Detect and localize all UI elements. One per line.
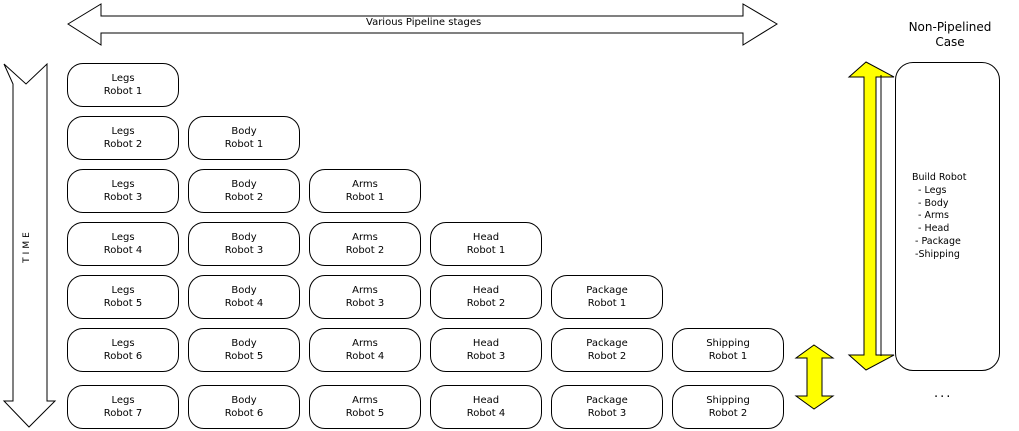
stage-name: Arms [352, 338, 378, 349]
robot-label: Robot 2 [224, 192, 264, 203]
stage-name: Legs [111, 73, 135, 84]
stage-name: Legs [111, 126, 135, 137]
stage-name: Body [231, 232, 257, 243]
stage-name: Package [586, 285, 628, 296]
time-arrow [2, 62, 57, 428]
stage-name: Shipping [706, 395, 750, 406]
robot-label: Robot 1 [224, 139, 264, 150]
time-label: TIME [22, 229, 32, 263]
robot-label: Robot 4 [345, 351, 385, 362]
stage-name: Arms [352, 179, 378, 190]
robot-label: Robot 3 [345, 298, 385, 309]
robot-label: Robot 3 [103, 192, 143, 203]
stage-name: Head [472, 395, 500, 406]
robot-label: Robot 1 [587, 298, 627, 309]
robot-label: Robot 2 [103, 139, 143, 150]
stage-name: Legs [111, 179, 135, 190]
stage-name: Head [472, 285, 500, 296]
stage-name: Body [231, 126, 257, 137]
robot-label: Robot 7 [103, 408, 143, 419]
stage-name: Legs [111, 338, 135, 349]
stage-name: Legs [111, 285, 135, 296]
robot-label: Robot 5 [345, 408, 385, 419]
robot-label: Robot 4 [466, 408, 506, 419]
stage-name: Body [231, 285, 257, 296]
pipeline-stages-arrow [67, 3, 778, 46]
ellipsis: ... [934, 386, 953, 401]
robot-label: Robot 4 [103, 245, 143, 256]
pipelined-time-arrow [794, 344, 835, 410]
stage-name: Body [231, 338, 257, 349]
stage-name: Body [231, 395, 257, 406]
non-pipelined-box [895, 62, 1000, 371]
stage-name: Legs [111, 232, 135, 243]
stage-name: Shipping [706, 338, 750, 349]
non-pipelined-title-line1: Non-Pipelined [908, 20, 992, 34]
stage-name: Arms [352, 395, 378, 406]
robot-label: Robot 6 [103, 351, 143, 362]
robot-label: Robot 2 [345, 245, 385, 256]
robot-label: Robot 2 [466, 298, 506, 309]
robot-label: Robot 3 [466, 351, 506, 362]
non-pipelined-time-arrow [847, 61, 895, 371]
robot-label: Robot 2 [708, 408, 748, 419]
robot-label: Robot 1 [708, 351, 748, 362]
stage-name: Legs [111, 395, 135, 406]
stage-name: Arms [352, 285, 378, 296]
stage-name: Package [586, 338, 628, 349]
stage-name: Body [231, 179, 257, 190]
stage-name: Arms [352, 232, 378, 243]
stage-name: Head [472, 338, 500, 349]
robot-label: Robot 3 [224, 245, 264, 256]
robot-label: Robot 1 [466, 245, 506, 256]
stage-name: Package [586, 395, 628, 406]
robot-label: Robot 6 [224, 408, 264, 419]
non-pipelined-title: Non-Pipelined Case [900, 20, 1000, 50]
stage-name: Head [472, 232, 500, 243]
robot-label: Robot 3 [587, 408, 627, 419]
robot-label: Robot 2 [587, 351, 627, 362]
pipeline-stages-label: Various Pipeline stages [366, 17, 482, 28]
robot-label: Robot 4 [224, 298, 264, 309]
robot-label: Robot 1 [103, 86, 143, 97]
non-pipelined-steps: Build Robot - Legs - Body - Arms - Head … [912, 172, 967, 260]
robot-label: Robot 5 [224, 351, 264, 362]
robot-label: Robot 5 [103, 298, 143, 309]
non-pipelined-title-line2: Case [935, 35, 965, 49]
robot-label: Robot 1 [345, 192, 385, 203]
